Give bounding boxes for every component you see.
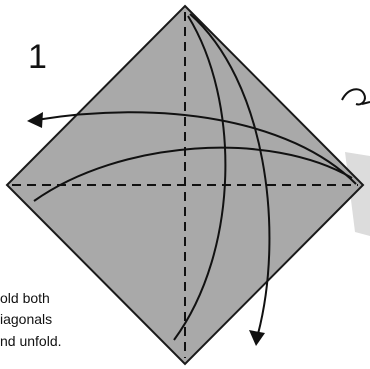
instruction-line-2: iagonals <box>0 311 52 327</box>
fold-arrow-lower-left-curve <box>33 146 353 202</box>
turn-over-icon <box>341 88 370 106</box>
fold-arrow-upper-left <box>27 111 357 185</box>
fold-arrow-lower-center-curve <box>173 15 227 341</box>
instruction-line-1: old both <box>0 290 50 306</box>
fold-arrow-lower-right <box>189 13 271 346</box>
step-number: 1 <box>28 38 47 76</box>
instruction-text: old both iagonals nd unfold. <box>0 290 62 349</box>
instruction-line-3: nd unfold. <box>0 333 62 349</box>
